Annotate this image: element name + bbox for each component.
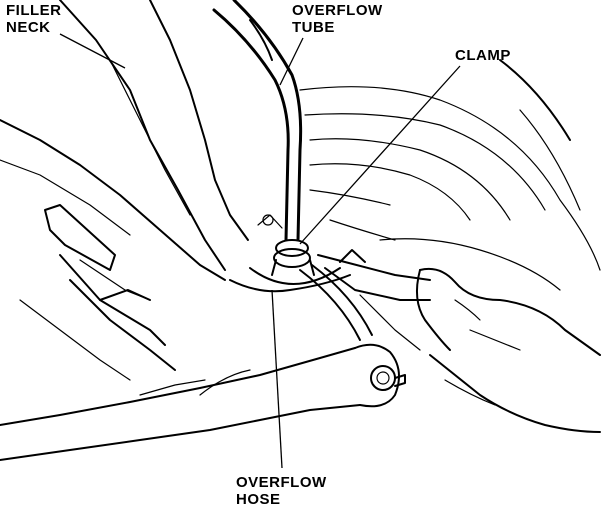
filler-neck-shape: [0, 0, 249, 281]
overflow-tube-label: OVERFLOW TUBE: [292, 2, 383, 36]
overflow-hose-leader: [271, 289, 283, 469]
overflow-tube-shape: [212, 0, 303, 242]
lower-arm-shape: [0, 343, 406, 461]
leader-lines: [59, 33, 461, 469]
clamp-label-line1: CLAMP: [455, 47, 511, 64]
overflow-hose-label: OVERFLOW HOSE: [236, 474, 327, 508]
clamp-leader: [299, 65, 461, 245]
filler-neck-label-line1: FILLER: [6, 2, 62, 19]
overflow-tube-leader: [279, 37, 304, 86]
hand-shape: [415, 267, 601, 433]
overflow-tube-label-line1: OVERFLOW: [292, 2, 383, 19]
bracket-shape: [19, 204, 176, 381]
overflow-hose-label-line2: HOSE: [236, 491, 281, 508]
engine-background-lines: [299, 59, 601, 291]
overflow-hose-label-line1: OVERFLOW: [236, 474, 327, 491]
clamp-label: CLAMP: [455, 47, 511, 64]
pliers-shape: [317, 249, 431, 351]
filler-neck-label: FILLER NECK: [6, 2, 62, 36]
overflow-tube-label-line2: TUBE: [292, 19, 335, 36]
overflow-hose-shape: [299, 264, 373, 341]
filler-neck-label-line2: NECK: [6, 19, 51, 36]
filler-neck-leader: [59, 33, 126, 69]
clamp-shape: [229, 214, 351, 293]
